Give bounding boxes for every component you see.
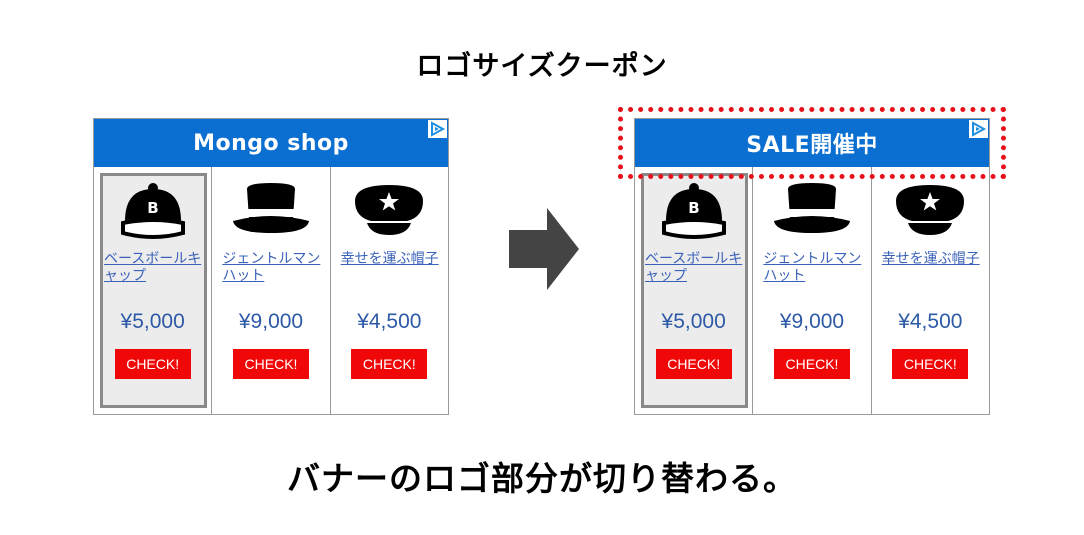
product-link[interactable]: ジェントルマンハット	[222, 251, 321, 284]
product-card[interactable]: ジェントルマンハット ¥9,000 CHECK!	[212, 167, 331, 414]
svg-text:B: B	[147, 199, 158, 217]
product-link[interactable]: ジェントルマンハット	[763, 251, 862, 284]
top-hat-icon	[212, 181, 329, 239]
banner-before[interactable]: Mongo shop B ベースボールキャップ ¥5,000 CHECK!	[93, 118, 449, 415]
product-price: ¥4,500	[357, 310, 422, 333]
product-price: ¥5,000	[120, 310, 185, 333]
product-card[interactable]: B ベースボールキャップ ¥5,000 CHECK!	[635, 167, 754, 414]
product-card[interactable]: B ベースボールキャップ ¥5,000 CHECK!	[94, 167, 213, 414]
check-button[interactable]: CHECK!	[232, 349, 309, 379]
baseball-cap-icon: B	[94, 181, 211, 243]
page-title: ロゴサイズクーポン	[416, 51, 668, 82]
product-card[interactable]: 幸せを運ぶ帽子 ¥4,500 CHECK!	[331, 167, 448, 414]
check-button[interactable]: CHECK!	[655, 349, 732, 379]
top-hat-icon	[753, 181, 870, 239]
star-cap-icon	[872, 181, 989, 239]
banner-after[interactable]: SALE開催中 B ベースボールキャップ ¥5,000 CHECK!	[634, 118, 990, 415]
product-link[interactable]: 幸せを運ぶ帽子	[881, 251, 980, 267]
star-cap-icon	[331, 181, 448, 239]
product-price: ¥5,000	[661, 310, 726, 333]
check-button[interactable]: CHECK!	[114, 349, 191, 379]
logo-highlight-frame	[618, 107, 1006, 179]
check-button[interactable]: CHECK!	[351, 349, 428, 379]
product-price: ¥4,500	[898, 310, 963, 333]
banner-header: Mongo shop	[94, 119, 448, 167]
banner-header: SALE開催中	[635, 119, 989, 167]
check-button[interactable]: CHECK!	[892, 349, 969, 379]
product-price: ¥9,000	[238, 310, 304, 333]
product-link[interactable]: ベースボールキャップ	[645, 251, 743, 284]
baseball-cap-icon: B	[635, 181, 752, 243]
product-link[interactable]: ベースボールキャップ	[104, 251, 202, 284]
svg-text:B: B	[688, 199, 699, 217]
page-caption: バナーのロゴ部分が切り替わる。	[287, 459, 797, 498]
product-card[interactable]: 幸せを運ぶ帽子 ¥4,500 CHECK!	[872, 167, 989, 414]
right-arrow-icon	[509, 208, 581, 294]
product-price: ¥9,000	[779, 310, 845, 333]
product-link[interactable]: 幸せを運ぶ帽子	[340, 251, 439, 267]
product-card[interactable]: ジェントルマンハット ¥9,000 CHECK!	[753, 167, 872, 414]
adchoices-icon[interactable]	[428, 120, 447, 138]
adchoices-icon[interactable]	[969, 120, 988, 138]
check-button[interactable]: CHECK!	[773, 349, 850, 379]
